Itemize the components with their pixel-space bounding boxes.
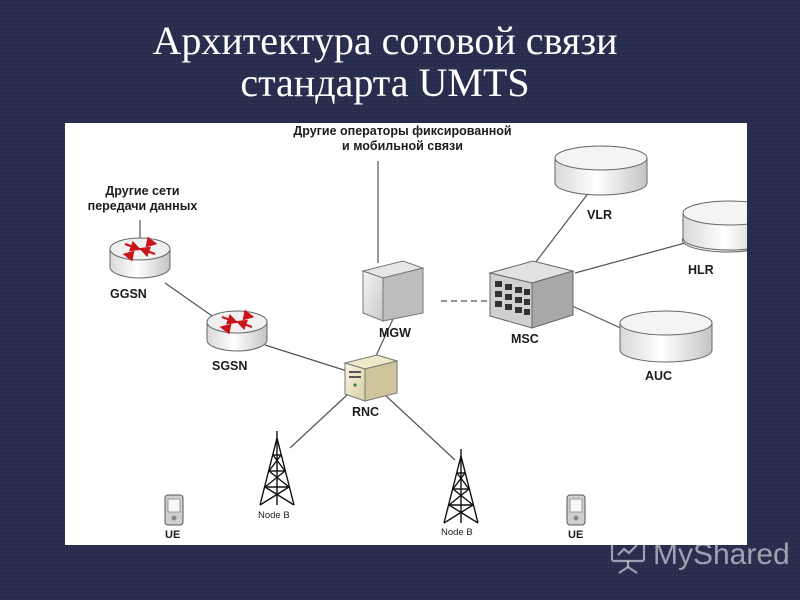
title-line-1: Архитектура сотовой связи [152,18,618,63]
link-msc-hlr [574,242,686,274]
connection-lines [139,161,686,461]
label-ue-right: UE [568,529,584,541]
watermark-text: MyShared [653,538,790,571]
link-rnc-nodeb-right [384,394,456,461]
watermark: MyShared [605,536,795,576]
rnc-server-icon [343,354,399,402]
link-msc-auc [569,304,626,331]
link-ggsn-sgsn [164,282,216,319]
label-other-operators-line-1: Другие операторы фиксированной [293,124,512,138]
label-ggsn: GGSN [110,287,147,301]
sgsn-router-icon [206,309,268,352]
ue-right-phone-icon [566,494,586,526]
label-ue-left: UE [165,529,181,541]
label-auc: AUC [645,369,673,383]
label-node-b-left: Node B [258,510,290,521]
umts-architecture-diagram: Другие операторы фиксированной и мобильн… [65,123,747,545]
ue-left-phone-icon [164,494,184,526]
diagram-canvas [109,145,747,526]
ggsn-router-icon [109,236,171,279]
link-sgsn-rnc [264,344,348,372]
label-other-networks-line-2: передачи данных [87,199,198,213]
hlr-database-icon [681,200,747,253]
link-rnc-nodeb-left [289,394,348,449]
label-msc: MSC [511,332,539,346]
link-msc-vlr [534,190,591,264]
label-vlr: VLR [587,208,612,222]
label-other-networks-line-1: Другие сети [105,184,180,198]
node-b-left-tower-icon [259,431,295,506]
projector-screen-icon [610,537,646,574]
auc-database-icon [619,310,713,363]
label-other-networks: Другие сети передачи данных [65,184,220,214]
label-rnc: RNC [352,405,380,419]
label-mgw: MGW [379,326,411,340]
title-line-2: стандарта UMTS [240,60,530,105]
node-b-right-tower-icon [443,449,479,524]
label-other-operators-line-2: и мобильной связи [342,139,463,153]
label-sgsn: SGSN [212,359,248,373]
link-mgw-rnc [374,318,394,359]
page-title: Архитектура сотовой связи стандарта UMTS [0,20,770,104]
mgw-gateway-icon [361,260,425,322]
msc-switch-icon [488,260,575,329]
label-hlr: HLR [688,263,714,277]
label-other-operators: Другие операторы фиксированной и мобильн… [250,124,555,154]
label-node-b-right: Node B [441,527,473,538]
vlr-database-icon [554,145,648,196]
